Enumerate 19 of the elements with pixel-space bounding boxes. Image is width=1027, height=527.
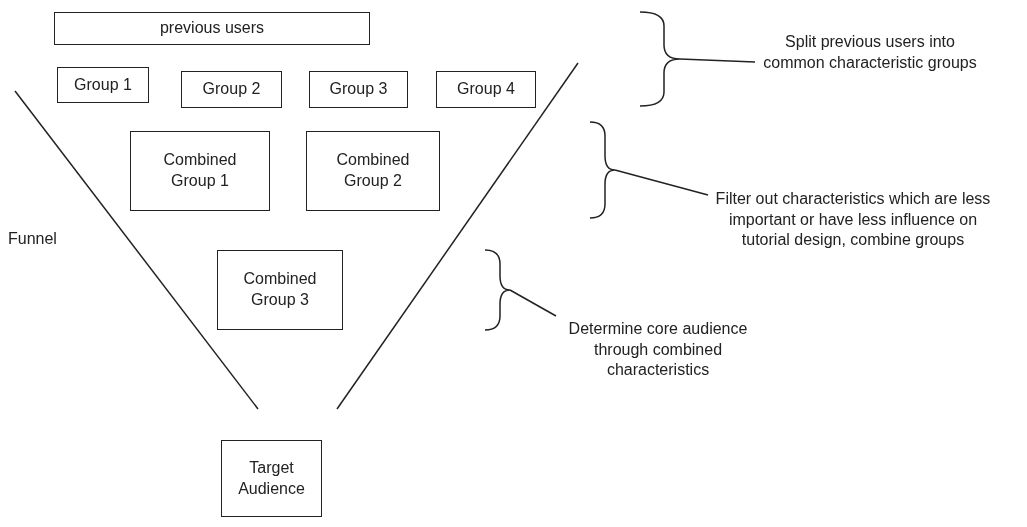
group-box: Combined Group 2 [306, 131, 440, 211]
group-box: Group 2 [181, 71, 282, 108]
group-box: Group 4 [436, 71, 536, 108]
annotation-text: Determine core audience through combined characteristics [556, 298, 760, 402]
annotation-text: Split previous users into common characteristic groups [755, 10, 985, 96]
annotation-text: Filter out characteristics which are less important or have less influence on tutorial design, combine groups [708, 160, 998, 280]
funnel-label: Funnel [8, 230, 57, 248]
group-box: Group 1 [57, 67, 149, 103]
curly-bracket [639, 11, 681, 107]
leader-line [679, 58, 756, 63]
curly-bracket [484, 249, 511, 331]
leader-line [614, 169, 709, 196]
group-box: Target Audience [221, 440, 322, 517]
group-box: Combined Group 1 [130, 131, 270, 211]
curly-bracket [589, 121, 616, 219]
group-box: Combined Group 3 [217, 250, 343, 330]
leader-line [509, 289, 557, 317]
group-box: Group 3 [309, 71, 408, 108]
group-box: previous users [54, 12, 370, 45]
